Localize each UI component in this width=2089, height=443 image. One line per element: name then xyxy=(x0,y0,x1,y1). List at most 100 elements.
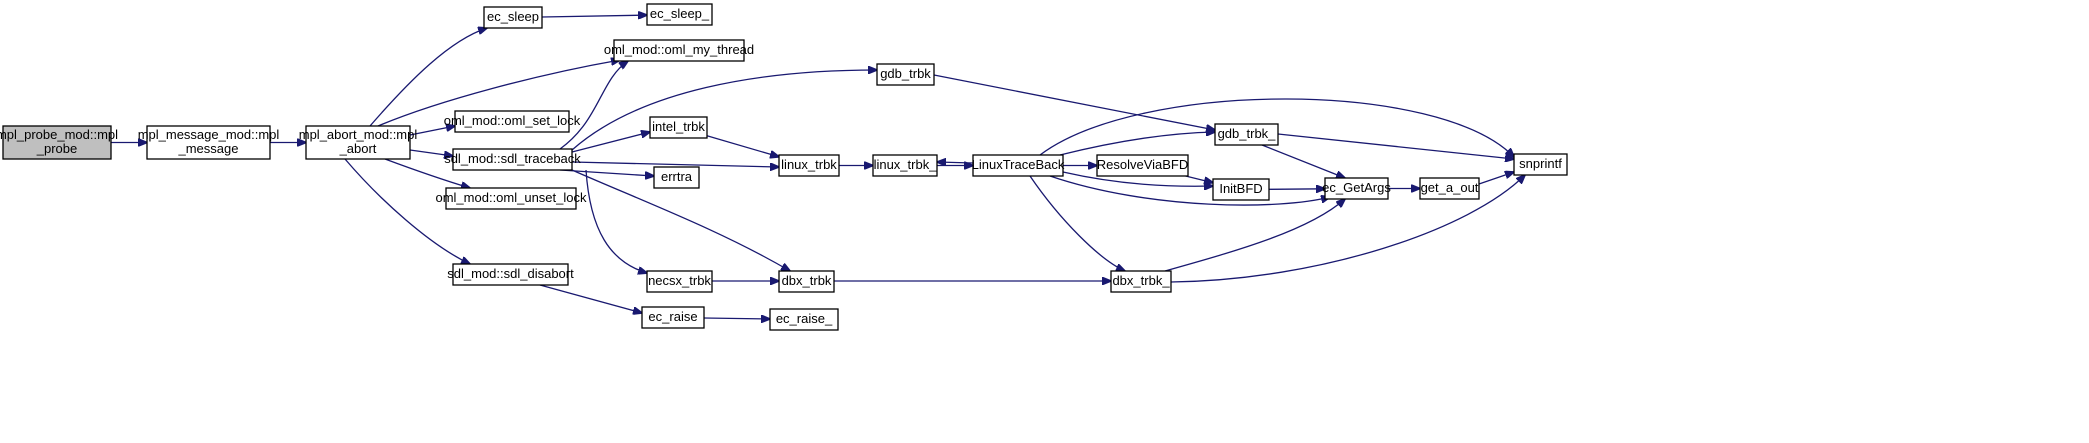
edge-mpl_abort-to-oml_set_lock xyxy=(409,126,455,136)
node-sdl_disabort[interactable]: sdl_mod::sdl_disabort xyxy=(447,263,574,286)
edge-sdl_traceback-to-necsx_trbk xyxy=(585,169,647,273)
edge-LinuxTraceBack-to-linux_trbk_ xyxy=(937,162,974,163)
node-gdb_trbk_[interactable]: gdb_trbk_ xyxy=(1214,123,1279,146)
node-errtra[interactable]: errtra xyxy=(653,166,700,189)
node-label-gdb_trbk: gdb_trbk xyxy=(880,66,931,81)
edge-ResolveViaBFD-to-InitBFD xyxy=(1185,175,1213,183)
node-box-oml_my_thread[interactable] xyxy=(613,39,745,62)
node-box-mpl_message[interactable] xyxy=(146,125,271,160)
node-InitBFD[interactable]: InitBFD xyxy=(1212,178,1270,201)
node-label-dbx_trbk_: dbx_trbk_ xyxy=(1112,273,1170,288)
node-box-LinuxTraceBack[interactable] xyxy=(972,154,1064,177)
node-box-dbx_trbk[interactable] xyxy=(778,270,835,293)
node-box-oml_unset_lock[interactable] xyxy=(445,187,577,210)
node-linux_trbk[interactable]: linux_trbk xyxy=(778,154,840,177)
node-box-dbx_trbk_[interactable] xyxy=(1110,270,1172,293)
node-label-InitBFD: InitBFD xyxy=(1219,181,1262,196)
node-ec_GetArgs[interactable]: ec_GetArgs xyxy=(1322,177,1391,200)
node-ec_sleep[interactable]: ec_sleep xyxy=(483,6,543,29)
edge-sdl_traceback-to-dbx_trbk xyxy=(571,169,790,271)
node-get_a_out[interactable]: get_a_out xyxy=(1419,177,1480,200)
edge-sdl_traceback-to-intel_trbk xyxy=(571,132,650,153)
node-box-ec_raise[interactable] xyxy=(641,306,705,329)
nodes-layer: mpl_probe_mod::mpl_probe mpl_message_mod:… xyxy=(0,3,1568,331)
edge-gdb_trbk-to-gdb_trbk_ xyxy=(933,74,1215,130)
node-ResolveViaBFD[interactable]: ResolveViaBFD xyxy=(1096,154,1189,177)
node-oml_set_lock[interactable]: oml_mod::oml_set_lock xyxy=(444,110,581,133)
edge-mpl_abort-to-oml_unset_lock xyxy=(384,158,470,188)
node-box-get_a_out[interactable] xyxy=(1419,177,1480,200)
node-label-mpl_probe-line-1: mpl_probe_mod::mpl xyxy=(0,127,118,142)
node-box-linux_trbk_[interactable] xyxy=(872,154,938,177)
node-mpl_abort[interactable]: mpl_abort_mod::mpl_abort xyxy=(299,125,418,160)
node-LinuxTraceBack[interactable]: LinuxTraceBack xyxy=(972,154,1065,177)
node-box-ec_GetArgs[interactable] xyxy=(1324,177,1389,200)
node-box-gdb_trbk_[interactable] xyxy=(1214,123,1279,146)
node-linux_trbk_[interactable]: linux_trbk_ xyxy=(872,154,938,177)
edge-gdb_trbk_-to-ec_GetArgs xyxy=(1261,144,1345,178)
node-box-ec_raise_[interactable] xyxy=(769,308,839,331)
node-mpl_message[interactable]: mpl_message_mod::mpl_message xyxy=(138,125,280,160)
edge-dbx_trbk_-to-snprintf xyxy=(1170,175,1525,283)
node-label-mpl_abort-line-2: _abort xyxy=(339,141,377,156)
node-box-oml_set_lock[interactable] xyxy=(454,110,570,133)
node-mpl_probe[interactable]: mpl_probe_mod::mpl_probe xyxy=(0,125,118,160)
node-box-mpl_probe[interactable] xyxy=(2,125,112,160)
edge-LinuxTraceBack-to-dbx_trbk_ xyxy=(1029,175,1125,271)
node-intel_trbk[interactable]: intel_trbk xyxy=(649,116,708,139)
node-label-oml_unset_lock: oml_mod::oml_unset_lock xyxy=(435,190,587,205)
node-label-errtra: errtra xyxy=(661,169,693,184)
node-label-linux_trbk_: linux_trbk_ xyxy=(874,157,938,172)
edge-sdl_traceback-to-linux_trbk xyxy=(571,161,779,167)
node-gdb_trbk[interactable]: gdb_trbk xyxy=(876,63,935,86)
node-box-InitBFD[interactable] xyxy=(1212,178,1270,201)
node-label-get_a_out: get_a_out xyxy=(1421,180,1479,195)
node-box-ec_sleep[interactable] xyxy=(483,6,543,29)
node-ec_raise_[interactable]: ec_raise_ xyxy=(769,308,839,331)
node-label-intel_trbk: intel_trbk xyxy=(652,119,705,134)
node-dbx_trbk_[interactable]: dbx_trbk_ xyxy=(1110,270,1172,293)
edge-sdl_traceback-to-oml_my_thread xyxy=(559,61,628,150)
edge-LinuxTraceBack-to-snprintf xyxy=(1039,98,1514,157)
node-box-intel_trbk[interactable] xyxy=(649,116,708,139)
node-box-ResolveViaBFD[interactable] xyxy=(1096,154,1189,177)
node-label-snprintf: snprintf xyxy=(1519,156,1562,171)
node-box-gdb_trbk[interactable] xyxy=(876,63,935,86)
node-label-LinuxTraceBack: LinuxTraceBack xyxy=(972,157,1065,172)
node-label-mpl_probe-line-2: _probe xyxy=(36,141,77,156)
node-box-snprintf[interactable] xyxy=(1513,153,1568,176)
node-oml_unset_lock[interactable]: oml_mod::oml_unset_lock xyxy=(435,187,587,210)
node-label-ec_raise: ec_raise xyxy=(648,309,697,324)
node-box-sdl_disabort[interactable] xyxy=(452,263,569,286)
node-label-ec_sleep_: ec_sleep_ xyxy=(650,6,710,21)
node-ec_raise[interactable]: ec_raise xyxy=(641,306,705,329)
edge-LinuxTraceBack-to-InitBFD xyxy=(1062,171,1213,186)
node-necsx_trbk[interactable]: necsx_trbk xyxy=(646,270,713,293)
node-box-sdl_traceback[interactable] xyxy=(452,148,573,171)
node-dbx_trbk[interactable]: dbx_trbk xyxy=(778,270,835,293)
node-label-linux_trbk: linux_trbk xyxy=(781,157,837,172)
node-sdl_traceback[interactable]: sdl_mod::sdl_traceback xyxy=(444,148,581,171)
node-box-linux_trbk[interactable] xyxy=(778,154,840,177)
edge-sdl_disabort-to-ec_raise xyxy=(539,284,642,313)
node-snprintf[interactable]: snprintf xyxy=(1513,153,1568,176)
node-label-oml_my_thread: oml_mod::oml_my_thread xyxy=(604,42,754,57)
node-box-mpl_abort[interactable] xyxy=(305,125,411,160)
edge-LinuxTraceBack-to-gdb_trbk_ xyxy=(1059,132,1215,156)
node-box-ec_sleep_[interactable] xyxy=(646,3,713,26)
edge-LinuxTraceBack-to-ec_GetArgs xyxy=(1049,175,1330,206)
node-box-errtra[interactable] xyxy=(653,166,700,189)
edge-mpl_abort-to-sdl_traceback xyxy=(409,149,453,156)
edge-mpl_abort-to-sdl_disabort xyxy=(344,158,470,264)
edges-layer xyxy=(111,15,1525,319)
node-oml_my_thread[interactable]: oml_mod::oml_my_thread xyxy=(604,39,754,62)
node-label-ResolveViaBFD: ResolveViaBFD xyxy=(1097,157,1189,172)
node-ec_sleep_[interactable]: ec_sleep_ xyxy=(646,3,713,26)
edge-intel_trbk-to-linux_trbk xyxy=(706,135,779,157)
node-label-ec_raise_: ec_raise_ xyxy=(776,311,833,326)
node-label-sdl_traceback: sdl_mod::sdl_traceback xyxy=(444,151,581,166)
node-label-mpl_abort-line-1: mpl_abort_mod::mpl xyxy=(299,127,418,142)
edge-ec_sleep-to-ec_sleep_ xyxy=(541,15,647,17)
node-box-necsx_trbk[interactable] xyxy=(646,270,713,293)
